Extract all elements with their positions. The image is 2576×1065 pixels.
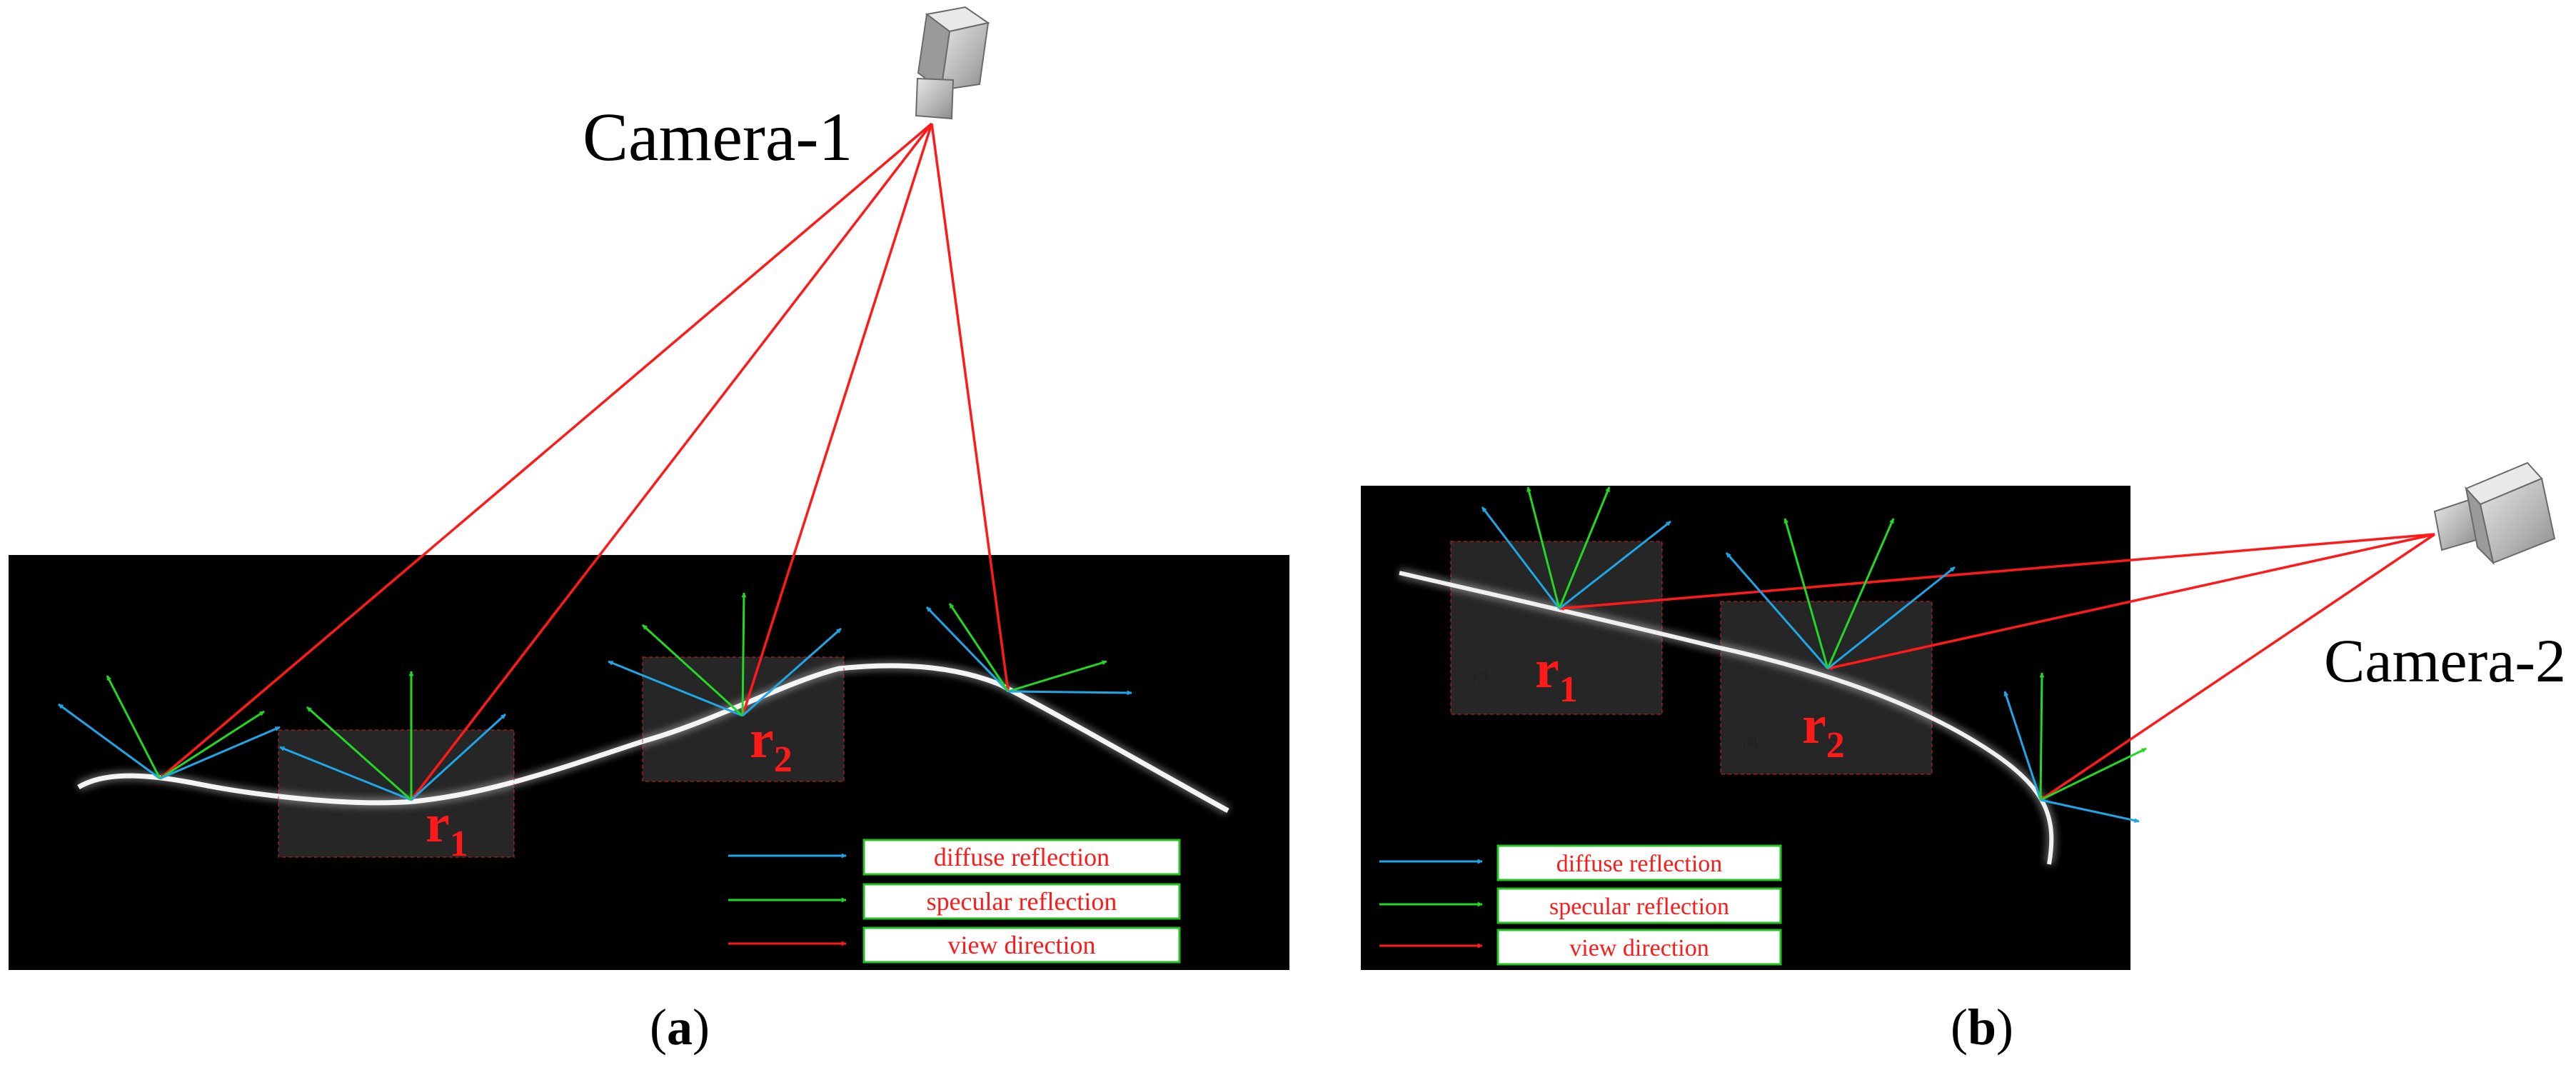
panel-a-legend: diffuse reflection specular reflection v… xyxy=(728,839,1181,964)
diffuse-arrow xyxy=(410,713,507,801)
panel-b-region-r2-tag: r4 xyxy=(1742,731,1759,753)
panel-b-region-r2-box xyxy=(1720,601,1933,775)
panel-a-point-1-arrows xyxy=(58,675,281,780)
legend-view-label: view direction xyxy=(948,931,1096,959)
diffuse-arrow xyxy=(2003,691,2042,801)
panel-a-point-3-arrows xyxy=(608,592,842,717)
diffuse-arrow xyxy=(608,660,743,717)
specular-arrow xyxy=(159,710,265,780)
panel-a-laser-curve xyxy=(77,663,1229,814)
panel-b: r3 r4 r1 r2 diffuse reflection specular … xyxy=(1361,461,2566,1056)
specular-arrow xyxy=(106,675,161,779)
diffuse-arrow xyxy=(1559,520,1671,610)
panel-a-region-r2-label: r2 xyxy=(750,709,793,780)
diffuse-arrow xyxy=(2040,799,2140,824)
legend-specular-label: specular reflection xyxy=(927,887,1117,916)
panel-a-view-rays xyxy=(159,122,1010,801)
view-ray xyxy=(159,122,933,780)
specular-arrow xyxy=(1526,486,1561,609)
diffuse-arrow xyxy=(58,703,161,780)
panel-a-caption: (a) xyxy=(650,999,710,1056)
diffuse-arrow xyxy=(279,746,412,801)
legend-view-box xyxy=(862,926,1181,964)
camera-2-icon xyxy=(2433,461,2556,566)
panel-a: r1 r2 diffuse reflection specular reflec… xyxy=(9,6,1289,1056)
panel-a-point-2-arrows xyxy=(279,671,507,801)
diffuse-arrow xyxy=(925,606,1010,693)
panel-a-region-r1-label: r1 xyxy=(426,794,468,864)
camera-2-label: Camera-2 xyxy=(2324,626,2566,695)
camera-1-icon xyxy=(915,6,990,120)
panel-b-point-3-arrows xyxy=(2003,672,2147,824)
view-ray xyxy=(1559,533,2435,611)
panel-b-caption: (b) xyxy=(1951,999,2013,1056)
specular-arrow xyxy=(2040,747,2147,801)
diffuse-arrow xyxy=(1481,506,1561,609)
specular-arrow xyxy=(948,603,1010,692)
legend-specular-box xyxy=(862,883,1181,920)
panel-b-point-2-arrows xyxy=(1725,518,1956,670)
diffuse-arrow xyxy=(1007,690,1132,696)
panel-a-point-4-arrows xyxy=(925,603,1132,696)
legend-diffuse-label: diffuse reflection xyxy=(1556,851,1723,877)
specular-arrow xyxy=(1558,486,1611,609)
legend-diffuse-box xyxy=(1496,844,1782,881)
panel-b-laser-curve xyxy=(1399,571,2054,865)
view-ray xyxy=(410,122,933,801)
panel-b-point-1-arrows xyxy=(1481,486,1671,610)
panel-b-region-r2-label: r2 xyxy=(1802,695,1845,766)
specular-arrow xyxy=(306,706,412,801)
view-ray xyxy=(930,123,1010,692)
specular-arrow xyxy=(741,592,747,716)
specular-arrow xyxy=(1783,518,1829,669)
legend-diffuse-label: diffuse reflection xyxy=(934,843,1110,871)
legend-specular-box xyxy=(1496,887,1782,924)
panel-b-legend: diffuse reflection specular reflection v… xyxy=(1379,844,1782,966)
diffuse-arrow xyxy=(1827,566,1956,670)
specular-arrow xyxy=(641,624,744,717)
diffuse-arrow xyxy=(742,627,842,717)
panel-b-view-rays xyxy=(1559,533,2435,801)
diffuse-arrow xyxy=(159,726,281,780)
specular-arrow xyxy=(1826,518,1895,669)
diffuse-arrow xyxy=(1725,552,1829,669)
panel-b-region-r1-label: r1 xyxy=(1535,639,1578,710)
specular-arrow xyxy=(1007,660,1107,693)
camera-1-label: Camera-1 xyxy=(583,99,852,175)
panel-b-region-r1-tag: r3 xyxy=(1472,667,1489,689)
view-ray xyxy=(1827,533,2435,671)
view-ray xyxy=(2040,533,2435,801)
legend-view-box xyxy=(1496,929,1782,966)
view-ray xyxy=(741,123,933,716)
specular-arrow xyxy=(2039,672,2045,801)
legend-diffuse-box xyxy=(862,839,1181,876)
legend-specular-label: specular reflection xyxy=(1549,894,1729,920)
legend-view-label: view direction xyxy=(1569,935,1709,961)
